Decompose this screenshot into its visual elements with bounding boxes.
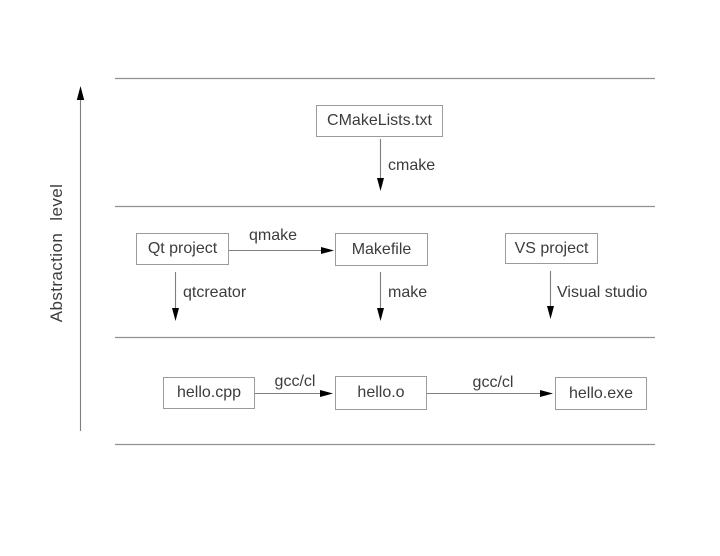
edge-cmake-arrow: [377, 139, 384, 191]
edge-label-visual-studio: Visual studio: [557, 284, 648, 301]
node-qt-project: Qt project: [136, 233, 229, 265]
edge-qmake-arrow: [229, 247, 334, 254]
edge-gcc-cl-second-arrow: [427, 390, 553, 397]
edge-label-qmake: qmake: [248, 227, 298, 244]
edge-label-gcc-cl-first: gcc/cl: [274, 373, 316, 390]
node-vs-project: VS project: [505, 233, 598, 264]
node-hello-o: hello.o: [335, 376, 427, 410]
edge-label-cmake: cmake: [388, 157, 436, 174]
edge-label-gcc-cl-second: gcc/cl: [472, 374, 514, 391]
abstraction-axis-label: Abstraction level: [47, 183, 66, 323]
edge-gcc-cl-first-arrow: [255, 390, 333, 397]
edge-label-qtcreator: qtcreator: [183, 284, 247, 301]
edge-qtcreator-arrow: [172, 272, 179, 321]
edge-visual-studio-arrow: [547, 271, 554, 319]
edge-make-arrow: [377, 272, 384, 321]
node-hello-cpp: hello.cpp: [163, 377, 255, 409]
node-makefile: Makefile: [335, 233, 428, 266]
node-cmakelists: CMakeLists.txt: [316, 105, 443, 137]
abstraction-axis-arrow: [76, 86, 85, 431]
node-hello-exe: hello.exe: [555, 377, 647, 410]
edge-label-make: make: [388, 284, 428, 301]
